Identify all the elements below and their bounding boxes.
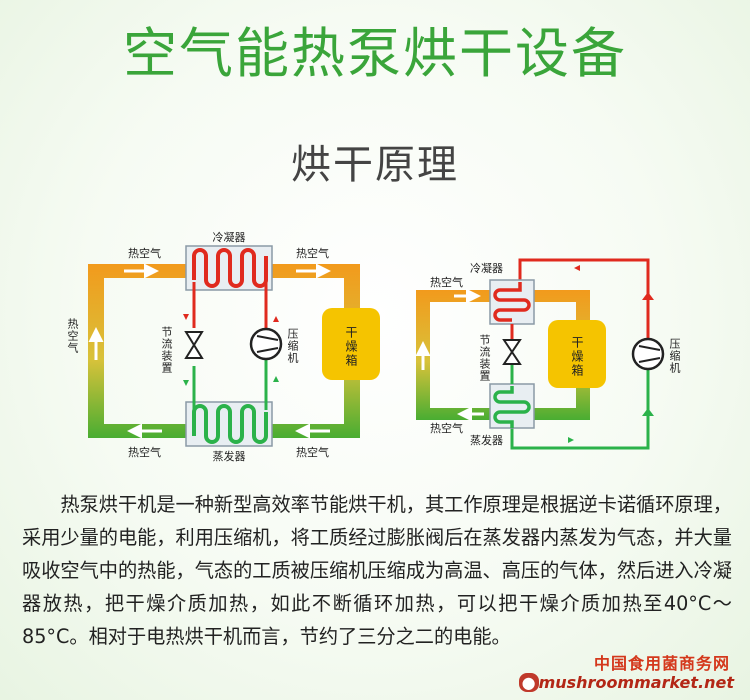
right-condenser-coil	[493, 282, 531, 322]
left-compressor	[249, 327, 283, 361]
left-hot-air-bottom-left: 热空气	[128, 445, 161, 459]
left-cycle-diagram	[88, 245, 380, 447]
watermark-site-url: ●mushroommarket.net	[518, 673, 734, 692]
right-evaporator-label: 蒸发器	[470, 433, 503, 447]
watermark-site-name: 中国食用菌商务网	[593, 654, 730, 673]
left-condenser-coil	[192, 248, 268, 288]
right-compressor	[631, 337, 665, 371]
description-paragraph: 热泵烘干机是一种新型高效率节能烘干机，其工作原理是根据逆卡诺循环原理，采用少量的…	[22, 493, 732, 648]
left-dry-box	[322, 308, 380, 380]
right-throttle-label: 节流装置	[478, 334, 490, 382]
right-evaporator-coil	[493, 386, 531, 428]
right-throttle-valve	[502, 339, 522, 365]
left-hot-air-bottom-right: 热空气	[296, 445, 329, 459]
mushroom-logo-icon: ●	[518, 673, 539, 692]
left-throttle-valve	[184, 331, 204, 359]
right-condenser-label: 冷凝器	[470, 261, 503, 275]
right-dry-box-label: 干燥箱	[570, 336, 584, 378]
right-compressor-label: 压缩机	[668, 338, 680, 374]
left-hot-air-side-label: 热空气	[66, 318, 78, 354]
heat-pump-diagram: 冷凝器 蒸发器 热空气 热空气 热空气 热空气 热空气 热空气 冷凝器 蒸发器	[88, 230, 665, 463]
left-throttle-label: 节流装置	[160, 326, 172, 374]
left-evaporator-coil	[192, 404, 268, 444]
right-dry-box	[548, 320, 606, 388]
page-subtitle: 烘干原理	[291, 142, 459, 188]
right-cycle-diagram	[415, 258, 665, 450]
left-hot-air-top-right: 热空气	[296, 246, 329, 260]
right-hot-air-top: 热空气	[430, 275, 463, 289]
left-dry-box-label: 干燥箱	[344, 326, 358, 368]
left-hot-air-top-left: 热空气	[128, 246, 161, 260]
left-condenser-label: 冷凝器	[213, 230, 246, 244]
page-title: 空气能热泵烘干设备	[123, 22, 627, 85]
left-compressor-label: 压缩机	[286, 328, 298, 364]
left-evaporator-label: 蒸发器	[213, 449, 246, 463]
site-watermark: 中国食用菌商务网 ●mushroommarket.net	[518, 654, 744, 696]
right-hot-air-bottom: 热空气	[430, 421, 463, 435]
watermark-url-text: mushroommarket.net	[538, 673, 734, 692]
